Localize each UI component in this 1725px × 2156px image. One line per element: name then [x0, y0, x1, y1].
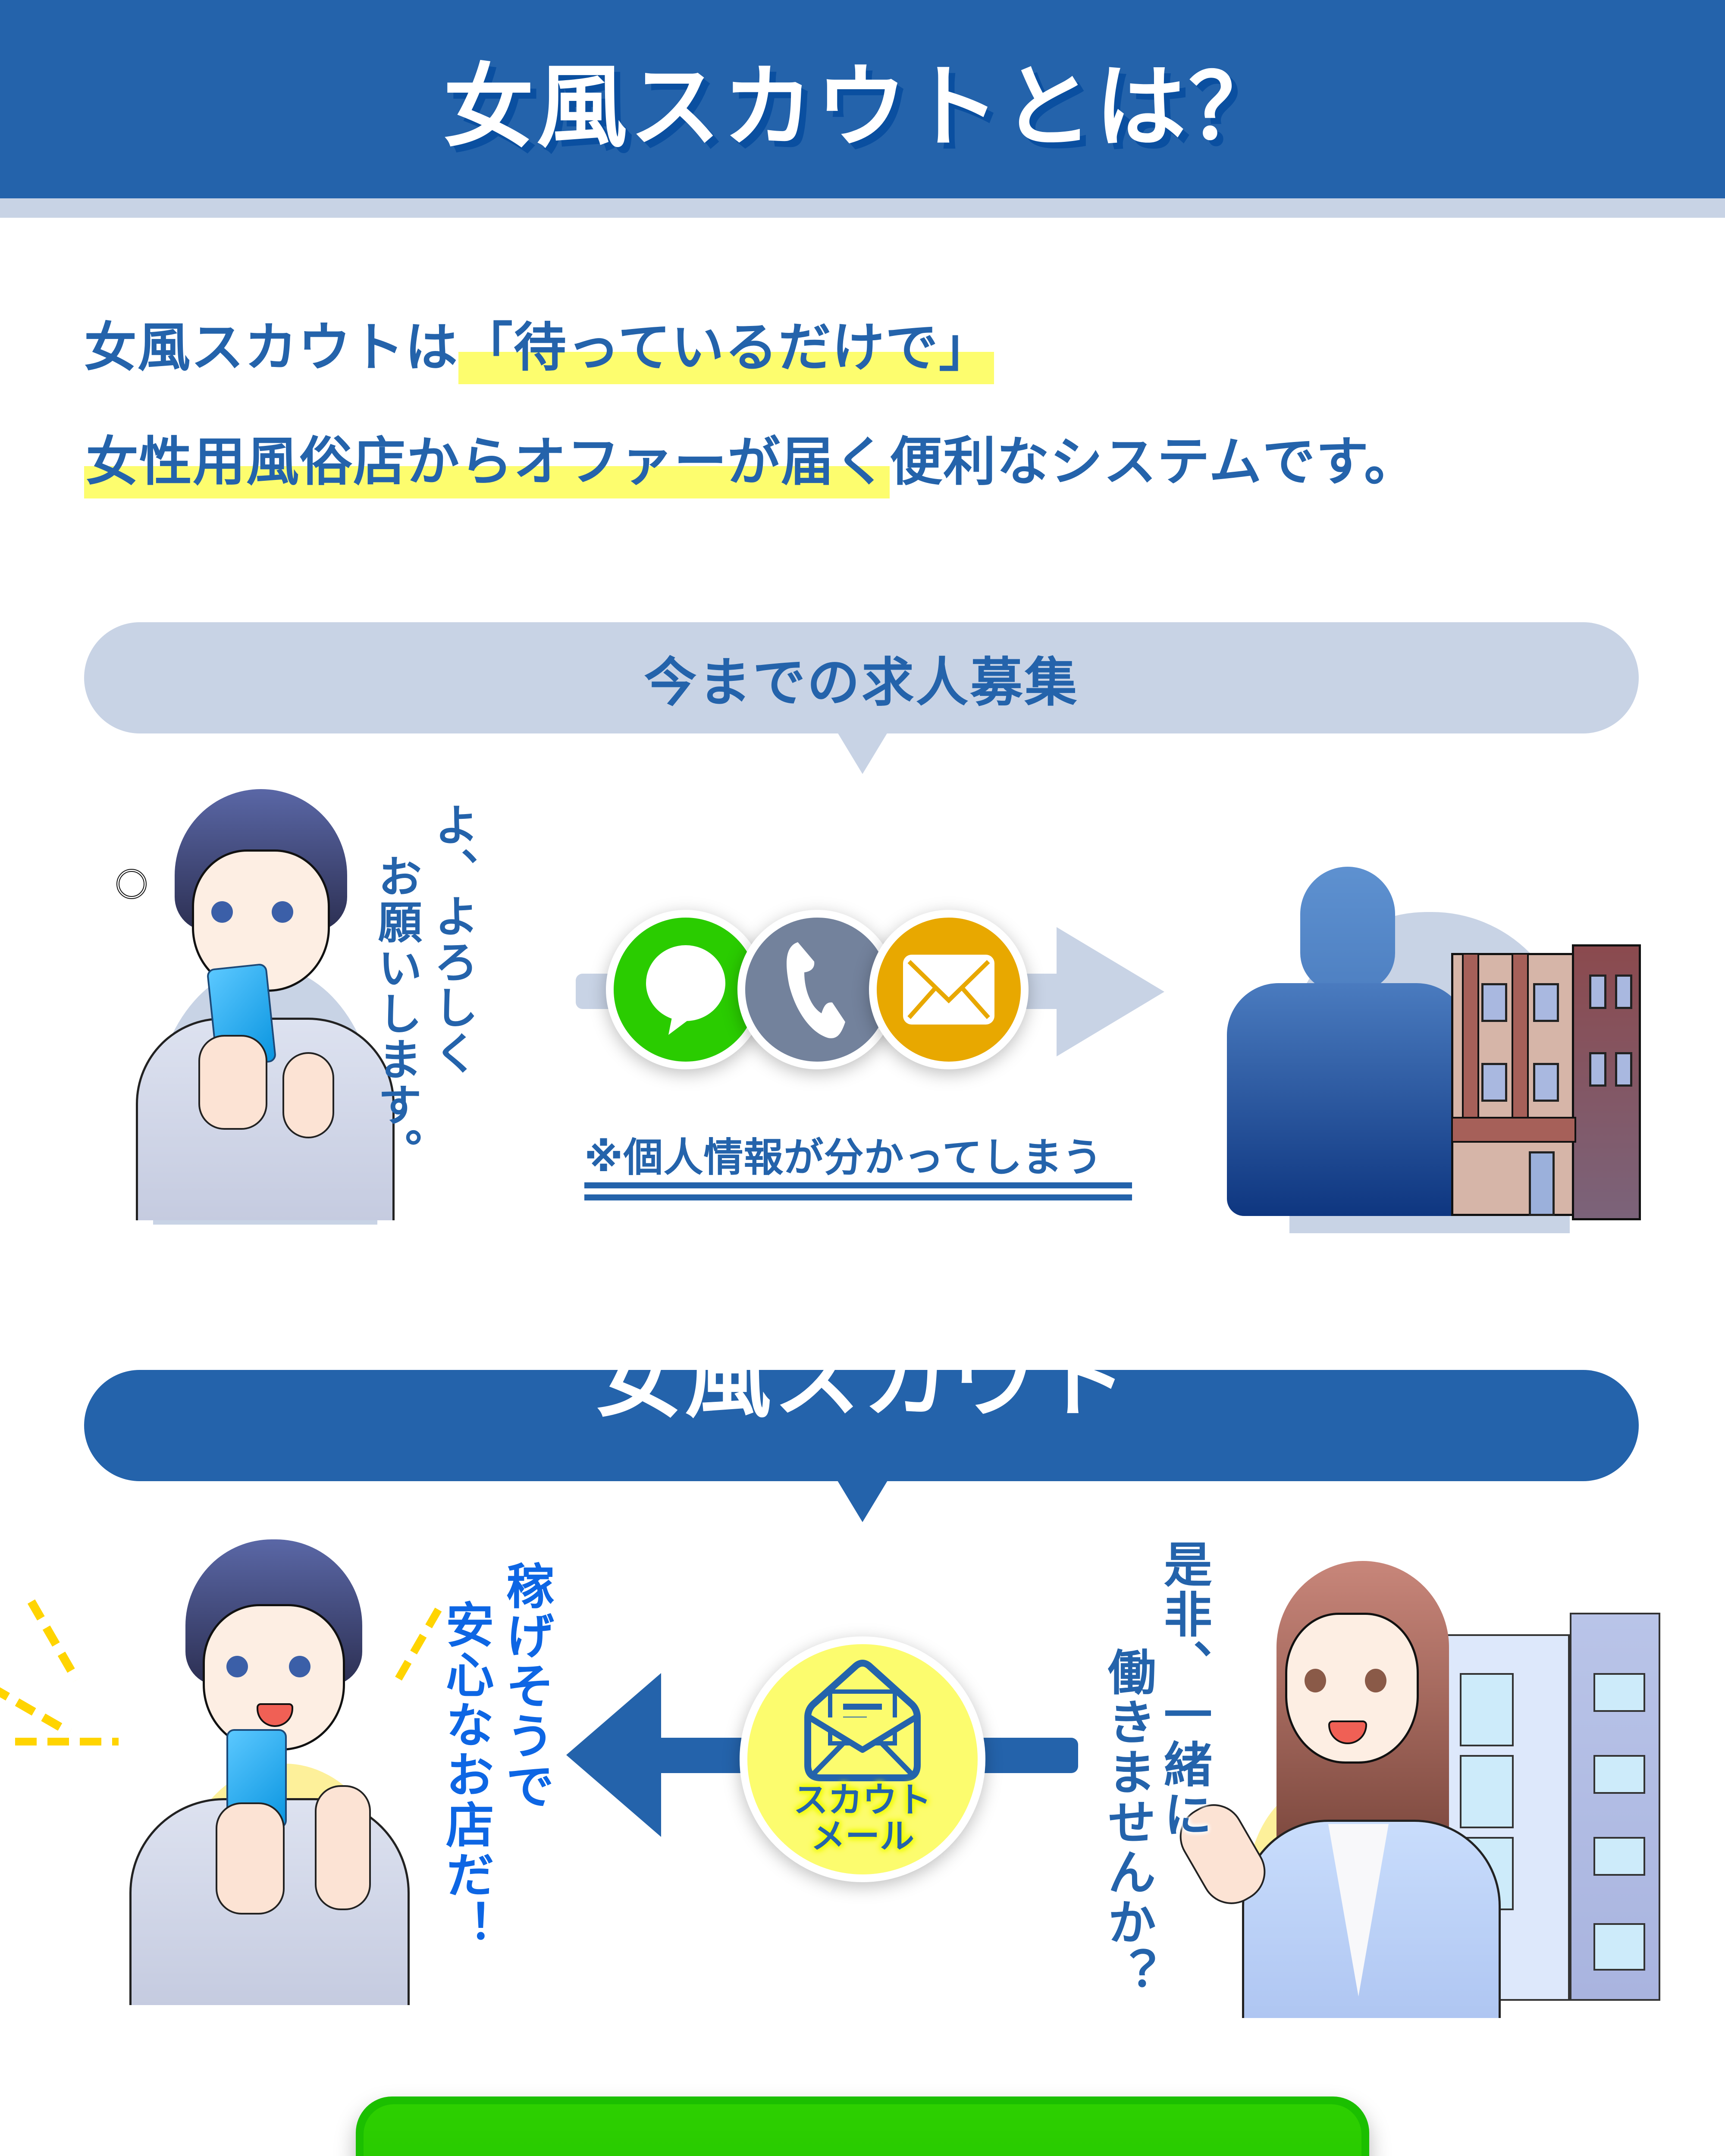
note-underline: [584, 1182, 1132, 1188]
scout-arrow-head: [566, 1673, 661, 1837]
speech-line: 稼げそうで: [498, 1561, 554, 1811]
speech-line: お願いします。: [370, 854, 422, 1174]
scout-woman-illustration: [1169, 1544, 1501, 2018]
open-envelope-icon: [804, 1660, 921, 1781]
header-accent-band: [0, 198, 1725, 218]
privacy-warning-note: ※個人情報が分かってしまう: [584, 1134, 1103, 1181]
section-banner-label: 今までの求人募集: [644, 652, 1079, 713]
intro-text: 便利なシステムです。: [890, 431, 1418, 492]
sparkle-lines-icon: [27, 1599, 81, 1682]
scout-mail-label: スカウト メール: [794, 1782, 932, 1855]
section-banner-old: 今までの求人募集: [84, 622, 1639, 733]
happy-man-illustration: [0, 1535, 442, 2005]
register-now-button-label: 今すぐ無料登録する: [521, 2153, 1204, 2156]
section-banner-label: 女風スカウト: [596, 1329, 1129, 1430]
register-now-button-face[interactable]: 今すぐ無料登録する: [364, 2104, 1361, 2156]
banner-pointer: [837, 1481, 888, 1522]
worried-man-illustration: [116, 776, 412, 1225]
speech-text: お願いします。: [370, 854, 422, 1242]
intro-text: 女風スカウトは: [84, 317, 458, 378]
intro-highlight: 女性用風俗店からオファーが届く: [84, 431, 890, 498]
speech-text: よ、よろしく: [427, 802, 478, 1233]
speech-line: 働きませんか？: [1099, 1647, 1156, 1997]
chat-bubble-icon: [646, 945, 725, 1035]
note-underline: [584, 1194, 1132, 1200]
mail-icon-circle: [869, 910, 1029, 1069]
speech-line: 安心なお店だ！: [437, 1600, 494, 1950]
intro-line-1: 女風スカウトは「待っているだけで」: [84, 317, 994, 384]
speech-text: 是非、一緒に: [1155, 1539, 1212, 2014]
speech-text: 安心なお店だ！: [437, 1600, 494, 2031]
page-title: 女風スカウトとは？: [443, 54, 1282, 160]
banner-pointer: [837, 733, 888, 774]
worry-scribble-icon: [116, 869, 147, 899]
intro-line-2: 女性用風俗店からオファーが届く便利なシステムです。: [84, 431, 1418, 498]
sparkle-lines-icon: [15, 1738, 119, 1745]
brown-building-illustration: [1443, 944, 1645, 1238]
sparkle-lines-icon: [394, 1608, 442, 1683]
speech-line: よ、よろしく: [427, 802, 478, 1076]
scout-mail-label-line: スカウト: [794, 1780, 932, 1820]
section-banner-scout: [84, 1370, 1639, 1481]
mail-icon: [903, 955, 994, 1025]
scout-mail-badge: スカウト メール: [740, 1636, 985, 1882]
page-header: [0, 0, 1725, 198]
speech-line: 是非、一緒に: [1155, 1539, 1212, 1839]
register-now-button[interactable]: 今すぐ無料登録する: [356, 2096, 1369, 2156]
phone-icon: [787, 942, 845, 1038]
flow-arrow-head: [1057, 927, 1164, 1056]
speech-text: 働きませんか？: [1099, 1647, 1156, 2035]
sparkle-lines-icon: [0, 1683, 72, 1736]
speech-text: 稼げそうで: [498, 1561, 554, 2014]
scout-mail-label-line: メール: [811, 1816, 914, 1856]
intro-highlight: 「待っているだけで」: [458, 317, 994, 384]
